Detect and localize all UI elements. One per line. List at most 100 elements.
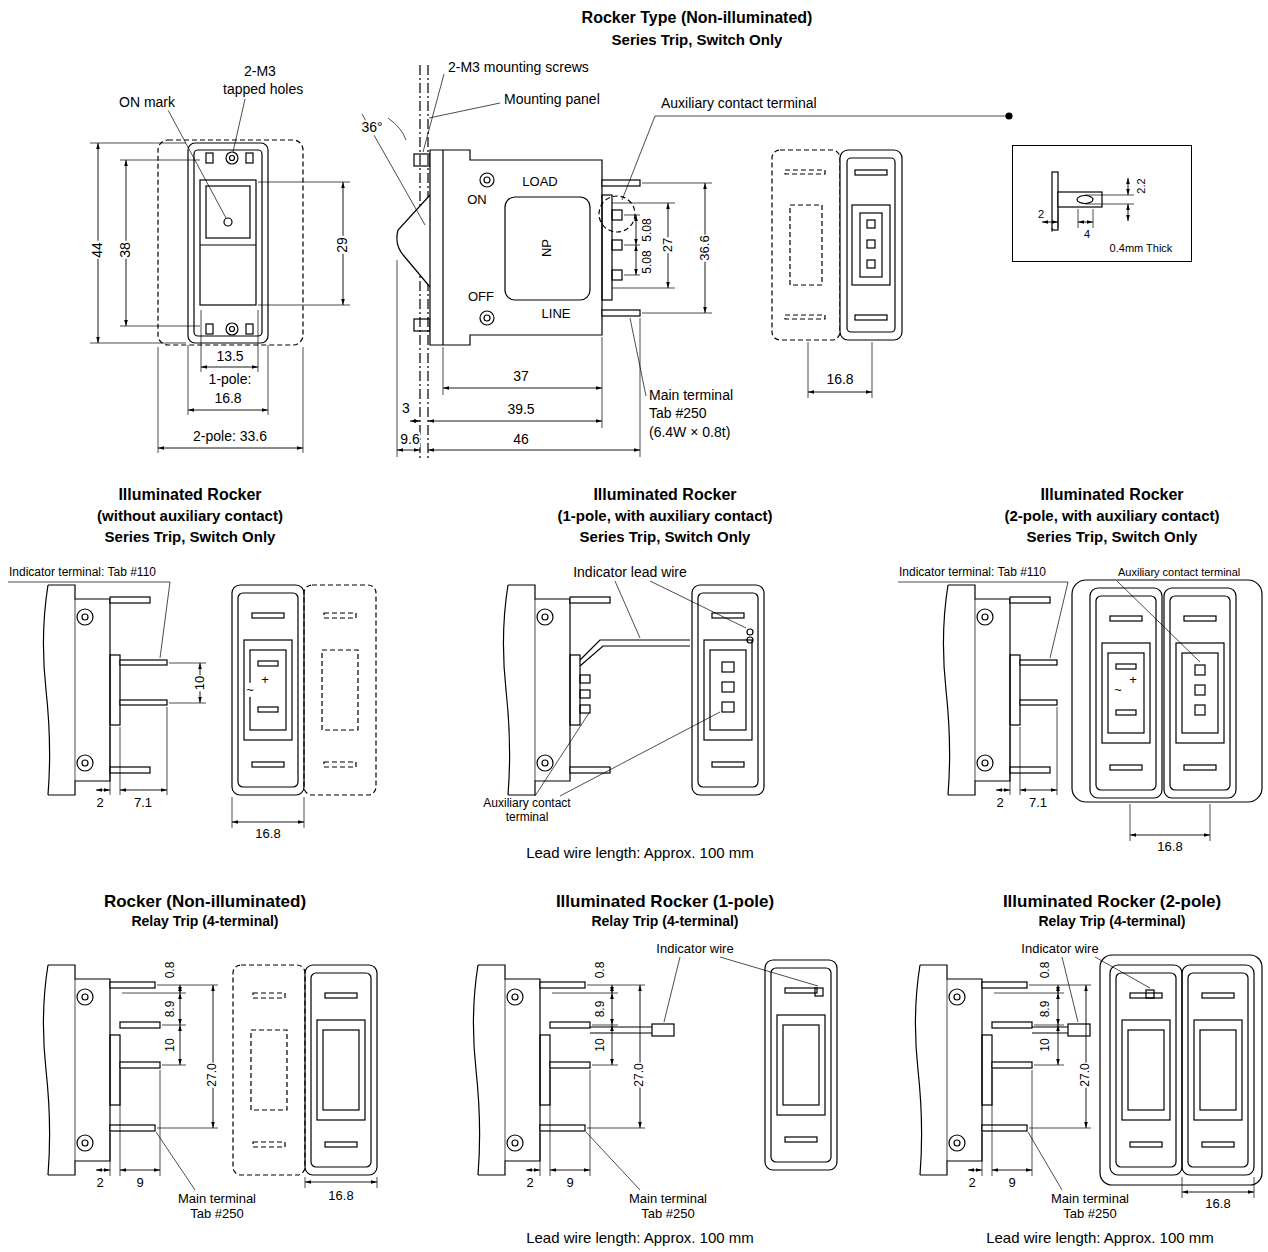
panel-heading: Relay Trip (4-terminal) xyxy=(130,914,279,929)
side-view xyxy=(968,1170,982,1171)
front-view xyxy=(1090,588,1162,798)
dimension-lines xyxy=(268,345,269,415)
side-view xyxy=(580,640,690,660)
callout-text: ~ xyxy=(245,683,255,697)
side-view xyxy=(992,1062,1032,1068)
dimension-value: 16.8 xyxy=(327,1189,354,1203)
side-view xyxy=(473,965,550,1175)
front-view xyxy=(377,1177,378,1188)
front-view xyxy=(258,707,278,712)
dimension-value: 38 xyxy=(118,241,133,259)
dimension-value: 27.0 xyxy=(1079,1062,1092,1087)
side-view xyxy=(540,982,585,988)
side-view xyxy=(120,660,167,665)
side-view xyxy=(550,1022,590,1028)
rear-view xyxy=(772,150,840,340)
callout-text: Indicator terminal: Tab #110 xyxy=(8,566,157,579)
rear-view xyxy=(860,213,882,277)
side-view xyxy=(1028,1132,1062,1190)
panel-heading: Relay Trip (4-terminal) xyxy=(590,914,739,929)
callout-text: ON xyxy=(466,193,488,207)
dimension-value: 9 xyxy=(135,1176,144,1190)
side-view xyxy=(1086,985,1087,1128)
front-view xyxy=(226,152,238,164)
side-view xyxy=(1020,790,1057,791)
dimension-lines xyxy=(1006,113,1012,119)
rear-view xyxy=(867,220,875,228)
dimension-lines xyxy=(636,245,637,275)
dimension-value: 16.8 xyxy=(825,372,854,387)
terminal-detail xyxy=(1042,172,1134,232)
dimension-value: 0.8 xyxy=(164,961,177,980)
panel-heading: (without auxiliary contact) xyxy=(96,508,284,525)
callout-text: Auxiliary contact terminal xyxy=(1117,566,1241,578)
side-view xyxy=(120,1170,160,1171)
dimension-value: 2 xyxy=(995,796,1004,810)
side-view xyxy=(592,1025,618,1026)
dimension-lines xyxy=(410,421,420,422)
dimension-lines xyxy=(120,326,200,327)
side-view xyxy=(602,310,640,316)
side-view xyxy=(505,197,590,300)
front-view xyxy=(304,797,305,828)
callout-text: Main terminal xyxy=(1050,1192,1130,1206)
front-view xyxy=(158,140,303,345)
front-view xyxy=(1072,580,1262,802)
side-view xyxy=(1032,1026,1068,1027)
side-view xyxy=(982,1125,1027,1131)
rear-view xyxy=(785,170,825,174)
dimension-lines xyxy=(612,288,675,289)
side-view xyxy=(1029,985,1091,986)
front-view xyxy=(1072,580,1262,841)
side-view xyxy=(898,582,1068,583)
side-view xyxy=(1010,727,1011,795)
dimension-lines xyxy=(188,410,268,411)
side-view xyxy=(120,727,121,795)
dimension-value: 37 xyxy=(512,369,530,384)
dimension-value: 27 xyxy=(661,237,675,253)
side-view xyxy=(1057,707,1058,795)
side-view xyxy=(992,1070,993,1176)
dimension-value: 16.8 xyxy=(1204,1197,1231,1211)
rear-view xyxy=(847,158,895,332)
side-view xyxy=(526,1170,540,1171)
front-view xyxy=(206,324,213,334)
callout-text: Tab #250 xyxy=(640,1207,696,1221)
front-view xyxy=(232,822,304,823)
side-view xyxy=(160,1070,161,1176)
side-view xyxy=(560,712,720,796)
side-view xyxy=(414,319,430,331)
front-view xyxy=(1182,1177,1183,1198)
dimension-lines xyxy=(201,310,202,372)
terminal-detail xyxy=(1052,228,1053,232)
front-view xyxy=(1195,665,1205,675)
rear-view xyxy=(872,342,873,398)
callout-text: + xyxy=(1128,673,1138,687)
side-view xyxy=(397,65,640,460)
side-view xyxy=(120,1022,160,1028)
side-view xyxy=(992,1170,1032,1171)
dimension-lines xyxy=(303,347,304,453)
side-view xyxy=(615,581,640,638)
side-view xyxy=(590,1026,652,1027)
side-view xyxy=(162,1025,186,1026)
callout-text: Main terminal xyxy=(177,1192,257,1206)
dimension-lines xyxy=(120,160,200,161)
callout-text: Lead wire length: Approx. 100 mm xyxy=(525,1230,755,1247)
side-view xyxy=(587,985,645,986)
side-view xyxy=(414,154,430,166)
front-view xyxy=(206,186,250,238)
dimension-value: 9 xyxy=(565,1176,574,1190)
side-view xyxy=(1050,582,1068,658)
side-view xyxy=(612,240,622,250)
side-view xyxy=(915,965,992,1175)
callout-text: 2-M3 xyxy=(243,64,277,79)
side-view xyxy=(480,173,494,187)
side-view xyxy=(612,270,622,280)
detail-text: 2 xyxy=(1037,208,1045,220)
front-view xyxy=(158,140,303,345)
dimension-value: 2 xyxy=(525,1176,534,1190)
dimension-lines xyxy=(630,318,646,396)
dimension-lines xyxy=(443,388,602,389)
